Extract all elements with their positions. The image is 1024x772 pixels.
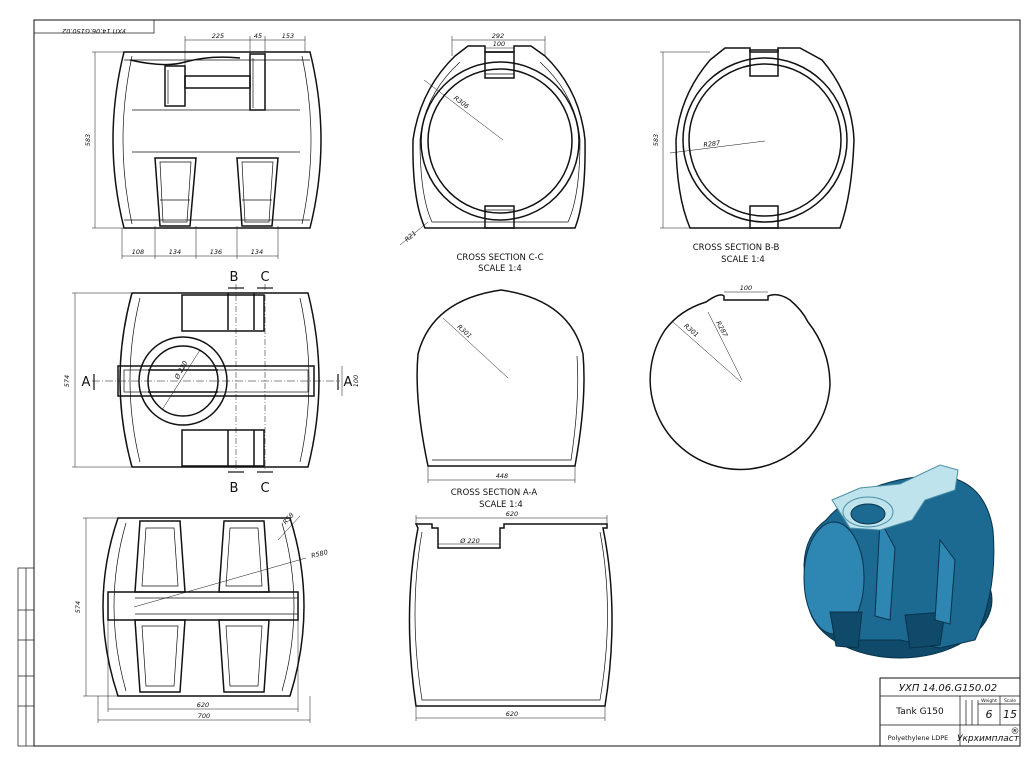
sheet-frame: УХП 14.06.G150.02	[17, 19, 1021, 747]
col-weight-label: Weight	[981, 698, 997, 704]
dim-153: 153	[282, 32, 294, 40]
section-c-c-title: CROSS SECTION C-C	[456, 253, 543, 263]
tank-name: Tank G150	[895, 707, 944, 717]
marker-b-bottom: B	[230, 481, 239, 496]
section-c-c: 292 100 R306 R21 CROSS SECTION C-C SCALE…	[399, 32, 586, 274]
dim-620-bottom: 620	[506, 710, 518, 718]
front-view: 225 45 153 583 108 134 136 134	[84, 32, 322, 259]
dim-100-cc: 100	[493, 40, 505, 48]
section-a-a-scale: SCALE 1:4	[479, 500, 523, 510]
dim-dia-220-aa: Ø 220	[459, 537, 480, 545]
section-a-a: 620 Ø 220 620	[408, 510, 613, 721]
weight-value: 6	[986, 708, 993, 721]
bottom-view: R580 R58 574 620 700	[74, 511, 329, 723]
section-c-c-scale: SCALE 1:4	[478, 264, 522, 274]
marker-a-right: A	[344, 375, 353, 390]
dim-100-bb: 100	[740, 284, 752, 292]
dim-620-top: 620	[506, 510, 518, 518]
doc-code: УХП 14.06.G150.02	[899, 683, 997, 694]
section-b-b-scale: SCALE 1:4	[721, 255, 765, 265]
dim-45: 45	[254, 32, 262, 40]
outline-b-b: 100 R301 R287	[649, 284, 831, 471]
dim-136: 136	[210, 248, 222, 256]
outline-c-c: R301 448 CROSS SECTION A-A SCALE 1:4	[416, 289, 585, 510]
tank-rib	[934, 538, 956, 625]
scale-value: 15	[1003, 708, 1017, 721]
tank-foot-right	[904, 611, 946, 649]
dim-574-bottom: 574	[74, 601, 82, 613]
dim-134-b: 134	[251, 248, 263, 256]
rotated-doc-code: УХП 14.06.G150.02	[62, 27, 126, 35]
dim-700: 700	[198, 712, 210, 720]
dim-r580: R580	[310, 548, 328, 560]
col-scale-label: Scale	[1004, 698, 1016, 704]
dim-225: 225	[212, 32, 224, 40]
marker-c-top: C	[260, 270, 269, 285]
tank-3d-render	[803, 464, 995, 659]
dim-583: 583	[84, 134, 92, 146]
dim-r21: R21	[403, 229, 418, 243]
marker-b-top: B	[230, 270, 239, 285]
tank-rib	[874, 518, 896, 621]
dim-620: 620	[197, 701, 209, 709]
material: Polyethylene LDPE	[888, 734, 948, 742]
registered-mark: ®	[1011, 727, 1020, 737]
section-b-b-title: CROSS SECTION B-B	[693, 243, 780, 253]
dim-108: 108	[132, 248, 144, 256]
dim-r287: R287	[703, 139, 722, 149]
dim-583-bb: 583	[652, 134, 660, 146]
marker-c-bottom: C	[260, 481, 269, 496]
tank-foot-left	[829, 611, 863, 649]
dim-r58: R58	[281, 511, 296, 526]
title-block: УХП 14.06.G150.02 Weight Scale Tank G150…	[879, 677, 1021, 747]
dim-134-a: 134	[169, 248, 181, 256]
dim-r301-bb: R301	[682, 322, 700, 339]
plan-view: Ø 220 B C B C A A 574 100	[63, 270, 360, 496]
dim-292: 292	[492, 32, 504, 40]
company-name: Укрхимпласт	[957, 734, 1020, 744]
dim-448: 448	[496, 472, 508, 480]
marker-a-left: A	[82, 375, 91, 390]
tank-hatch-opening	[850, 503, 886, 525]
dim-574: 574	[63, 375, 71, 387]
section-a-a-title: CROSS SECTION A-A	[451, 488, 538, 498]
dim-100: 100	[352, 375, 360, 387]
section-b-b: 583 R287 CROSS SECTION B-B SCALE 1:4	[652, 47, 855, 265]
